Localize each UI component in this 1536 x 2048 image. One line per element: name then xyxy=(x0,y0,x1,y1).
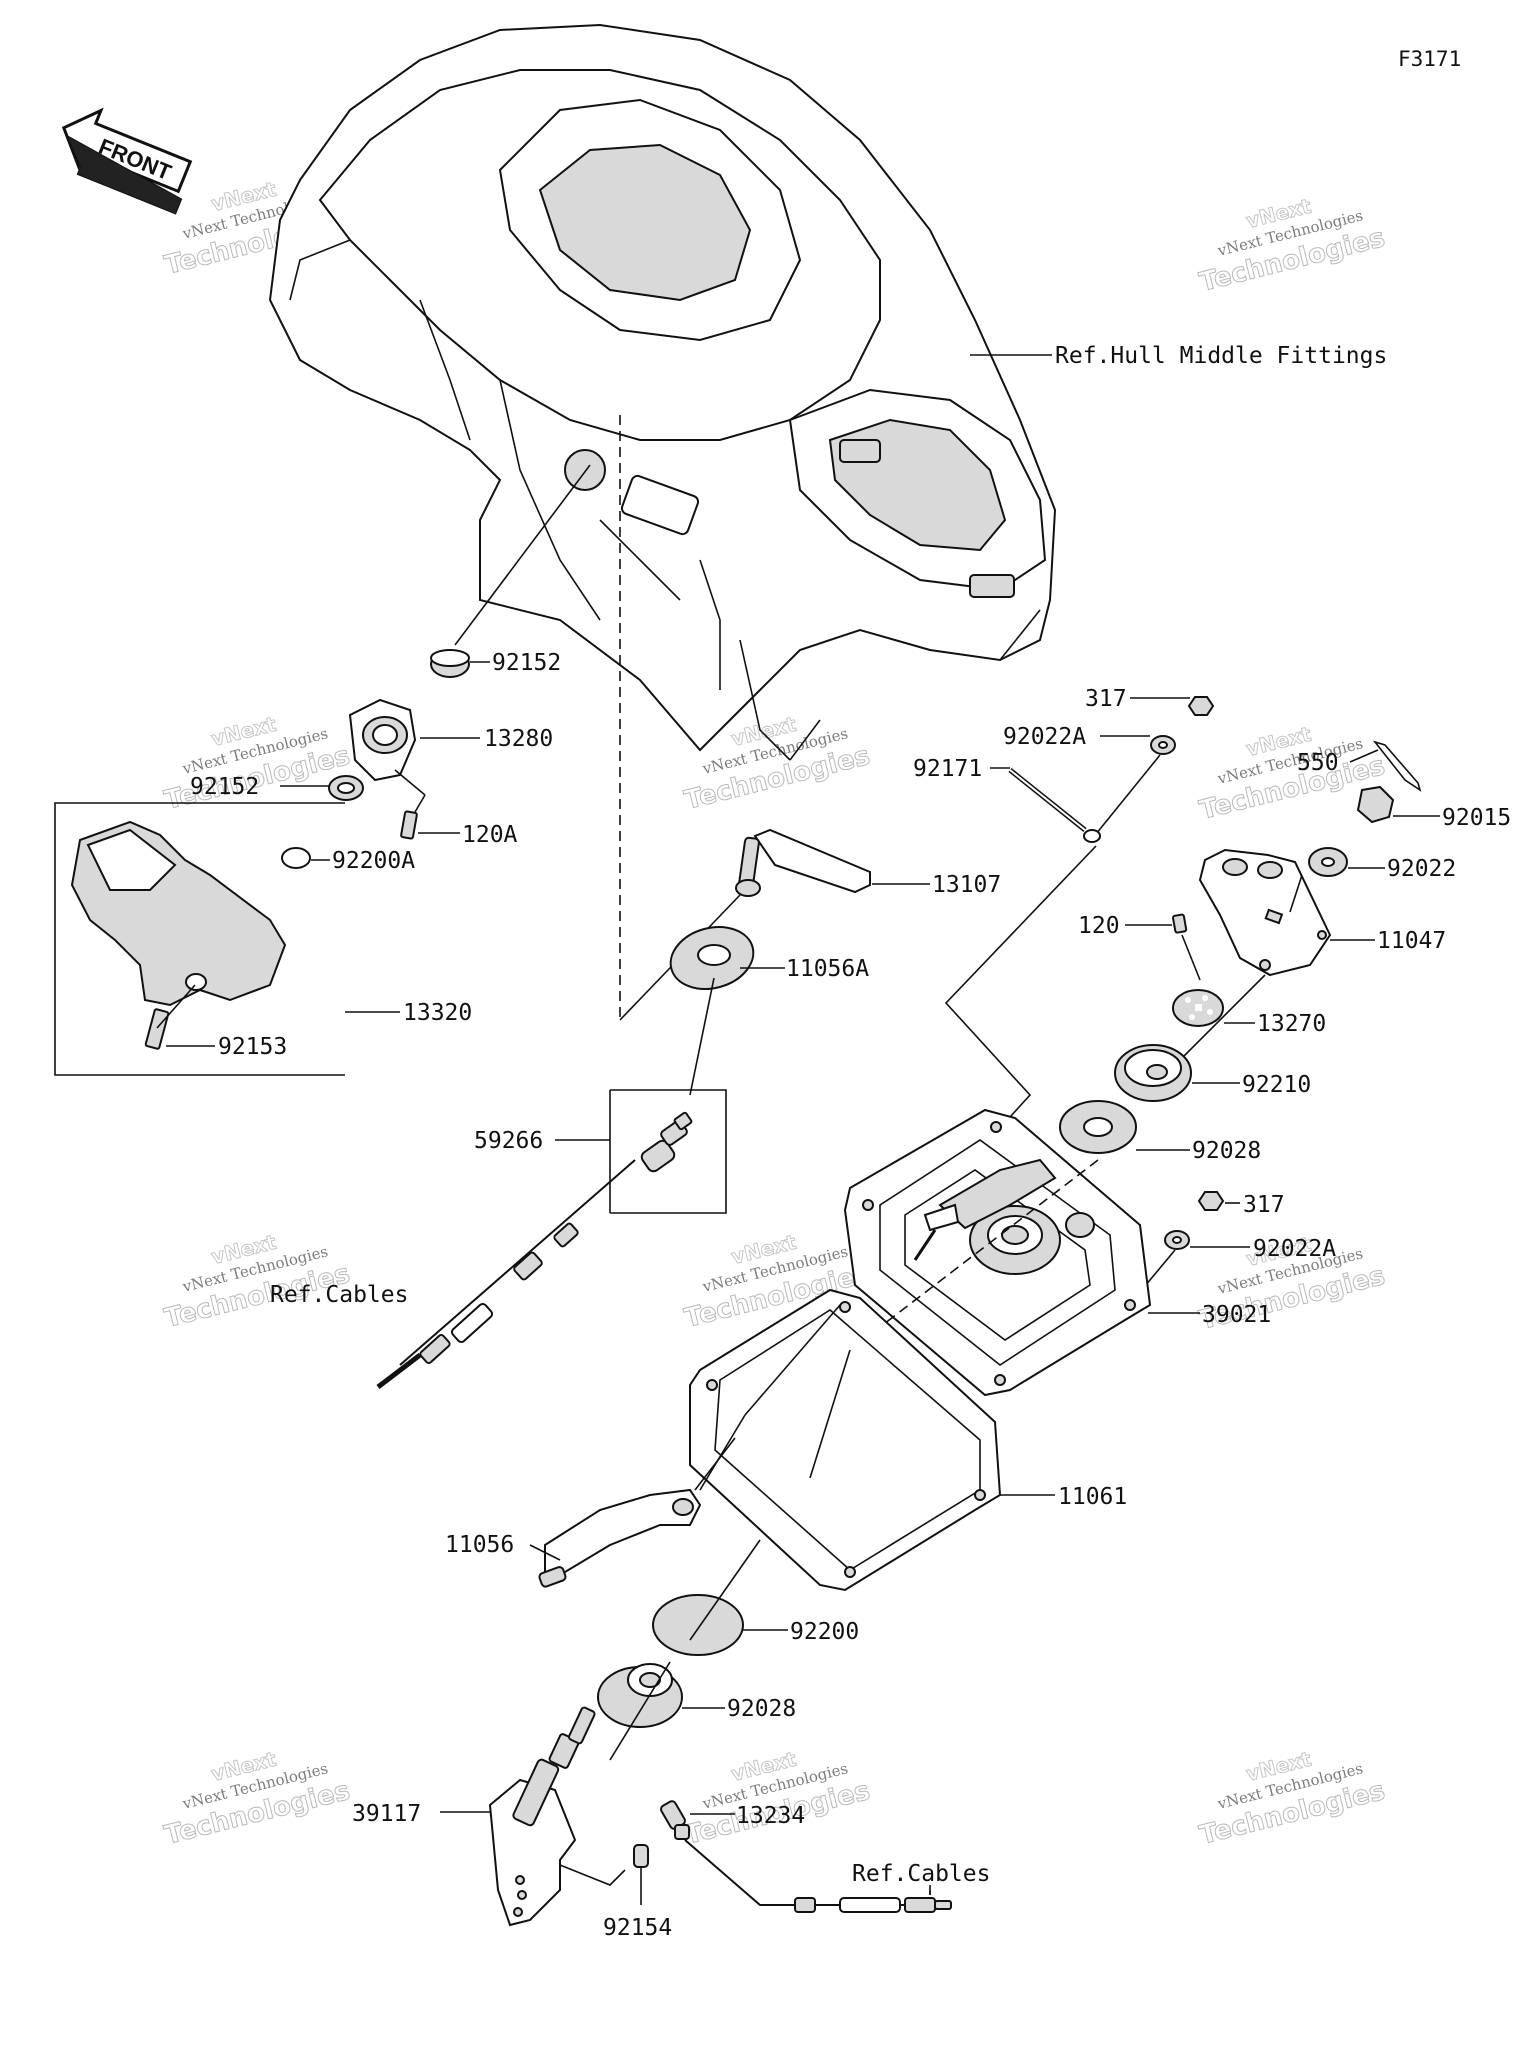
part-label: 92200A xyxy=(332,848,415,874)
screw-120 xyxy=(1172,913,1188,934)
part-label: 11056A xyxy=(786,956,869,982)
part-label: 13107 xyxy=(932,872,1001,898)
part-label: 317 xyxy=(1085,686,1127,712)
leader-line xyxy=(699,1414,746,1491)
part-label: 317 xyxy=(1243,1192,1285,1218)
part-label: 92015 xyxy=(1442,805,1511,831)
cable-left xyxy=(376,1159,636,1389)
part-label: 92028 xyxy=(727,1696,796,1722)
watermark: vNext vNext Technologies Technologies xyxy=(161,1229,353,1334)
part-label: 13280 xyxy=(484,726,553,752)
fitting-92154 xyxy=(633,1844,649,1868)
part-label: 59266 xyxy=(474,1128,543,1154)
disc-13270 xyxy=(1172,989,1224,1027)
part-label: 550 xyxy=(1297,750,1339,776)
part-label: 92022A xyxy=(1003,724,1086,750)
watermark: vNext vNext Technologies Technologies xyxy=(681,1746,873,1851)
figure-code: F3171 xyxy=(1398,47,1461,71)
part-label: 39021 xyxy=(1202,1302,1271,1328)
grommet-92152 xyxy=(430,649,470,678)
washer-92022 xyxy=(1308,847,1348,877)
plate-11056a xyxy=(669,926,755,990)
strap-92171 xyxy=(1008,768,1101,843)
part-label: 11061 xyxy=(1058,1484,1127,1510)
lever-13107 xyxy=(735,828,871,897)
part-label: 92152 xyxy=(492,650,561,676)
group-59266 xyxy=(609,1089,727,1214)
switch-13280 xyxy=(348,698,417,782)
part-label: 92028 xyxy=(1192,1138,1261,1164)
nut-317 xyxy=(1197,1191,1225,1211)
screw-92153 xyxy=(144,1008,170,1050)
group-13320 xyxy=(54,802,345,1076)
lever-39117 xyxy=(488,1706,596,1927)
leader-line xyxy=(809,1349,851,1479)
part-label: 92200 xyxy=(790,1619,859,1645)
part-label: 92152 xyxy=(190,774,259,800)
screw-120a xyxy=(400,810,418,840)
part-label: 11056 xyxy=(445,1532,514,1558)
front-arrow-icon: FRONT xyxy=(61,107,193,215)
nut-92015 xyxy=(1356,785,1395,824)
watermark: vNext vNext Technologies Technologies xyxy=(1196,193,1388,298)
part-label: 92154 xyxy=(603,1915,672,1941)
part-label: 92022A xyxy=(1253,1236,1336,1262)
cable-bottom xyxy=(684,1839,952,1913)
nut-317 xyxy=(1187,696,1215,716)
bushing-92028 xyxy=(597,1663,683,1728)
part-label: 92171 xyxy=(913,756,982,782)
part-label: 13270 xyxy=(1257,1011,1326,1037)
washer-92200 xyxy=(652,1594,744,1656)
center-line xyxy=(849,1159,1099,1351)
part-label: 13320 xyxy=(403,1000,472,1026)
hull-indicator xyxy=(839,439,881,463)
part-label: 92022 xyxy=(1387,856,1456,882)
washer-92028 xyxy=(1059,1100,1137,1154)
gasket-11061 xyxy=(689,1288,1002,1592)
fitting-13234 xyxy=(660,1800,690,1840)
watermark: vNext vNext Technologies Technologies xyxy=(161,1746,353,1851)
o-ring-92200a xyxy=(281,847,311,869)
leader-line xyxy=(744,1304,841,1416)
ref-hull-label: Ref.Hull Middle Fittings xyxy=(1055,343,1387,369)
part-label: 120 xyxy=(1078,913,1120,939)
ref-cables-label: Ref.Cables xyxy=(270,1282,408,1308)
part-label: 92153 xyxy=(218,1034,287,1060)
plate-39021 xyxy=(843,1108,1152,1397)
ref-cables-label: Ref.Cables xyxy=(852,1861,990,1887)
bushing-92210 xyxy=(1114,1044,1192,1102)
part-label: 39117 xyxy=(352,1801,421,1827)
watermark: vNext vNext Technologies Technologies xyxy=(1196,1746,1388,1851)
part-label: 13234 xyxy=(736,1803,805,1829)
part-label: 11047 xyxy=(1377,928,1446,954)
grommet-92152 xyxy=(328,775,364,801)
hull-body xyxy=(268,23,1057,761)
bracket-11056 xyxy=(538,1488,702,1588)
part-label: 120A xyxy=(462,822,518,848)
arm-11047 xyxy=(1198,848,1332,977)
leader-line xyxy=(944,845,1097,1129)
cotter-pin-550 xyxy=(1372,740,1422,792)
part-label: 92210 xyxy=(1242,1072,1311,1098)
